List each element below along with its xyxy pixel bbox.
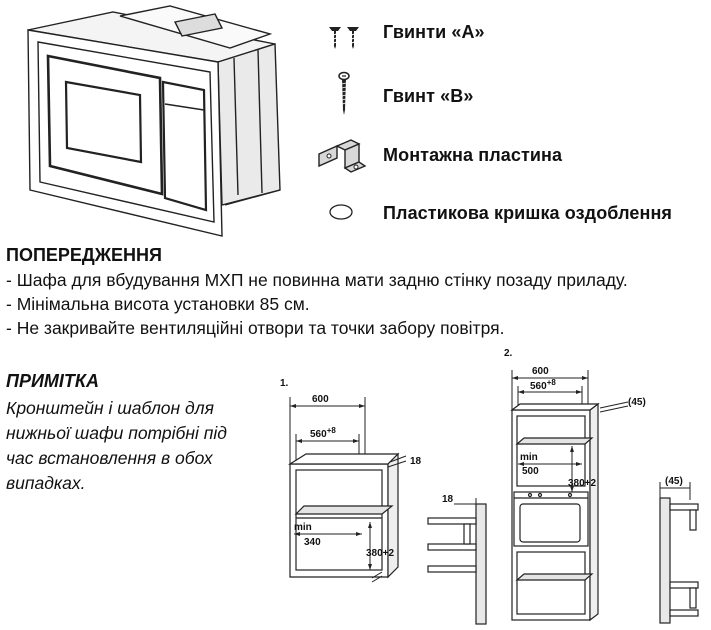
d2-width-outer: 600 [532,366,549,377]
part-label-mounting-plate: Монтажна пластина [383,145,563,165]
d1-side-detail-thickness: 18 [442,494,454,505]
installation-diagram-1: 1. 600 560+8 18 min 340 380+2 [280,378,422,583]
note-body: Кронштейн і шаблон для нижньої шафи потр… [6,398,227,493]
d1-height: 380+2 [366,548,395,559]
warning-title: ПОПЕРЕДЖЕННЯ [6,245,162,265]
mounting-plate-icon [318,139,367,173]
svg-text:560+8: 560+8 [310,426,336,440]
d1-side-thickness: 18 [410,456,422,467]
diagram-2-number: 2. [504,348,513,359]
d2-width-inner-tol: +8 [547,378,557,387]
plastic-cap-icon [329,204,353,220]
d2-side-detail-gap: (45) [665,476,683,487]
d1-min-label: min [294,522,312,533]
diagram-1-side-detail: 18 [427,494,487,625]
installation-diagram-2: 2. 600 560+8 (45) min 500 380+ [504,348,646,622]
screw-a-icon [329,27,359,49]
warning-line-2: - Мінімальна висота установки 85 см. [6,294,310,314]
d1-width-inner-tol: +8 [327,426,337,435]
built-in-microwave-illustration [27,5,281,237]
d1-min-value: 340 [304,537,321,548]
d2-back-gap: (45) [628,397,646,408]
screw-b-icon [338,71,350,115]
diagram-2-side-detail: (45) [659,476,699,624]
d1-width-outer: 600 [312,394,329,405]
part-label-screw-b: Гвинт «В» [383,86,474,106]
warning-line-1: - Шафа для вбудування МХП не повинна мат… [6,270,628,290]
d1-width-inner: 560 [310,429,327,440]
part-label-plastic-cap: Пластикова кришка оздоблення [383,203,673,223]
d2-width-inner: 560 [530,381,547,392]
d2-height: 380+2 [568,478,597,489]
d2-min-value: 500 [522,466,539,477]
diagram-1-number: 1. [280,378,289,389]
note-title: ПРИМІТКА [6,371,99,391]
d2-min-label: min [520,452,538,463]
svg-text:560+8: 560+8 [530,378,556,392]
part-label-screws-a: Гвинти «А» [383,22,485,42]
warning-line-3: - Не закривайте вентиляційні отвори та т… [6,318,505,338]
